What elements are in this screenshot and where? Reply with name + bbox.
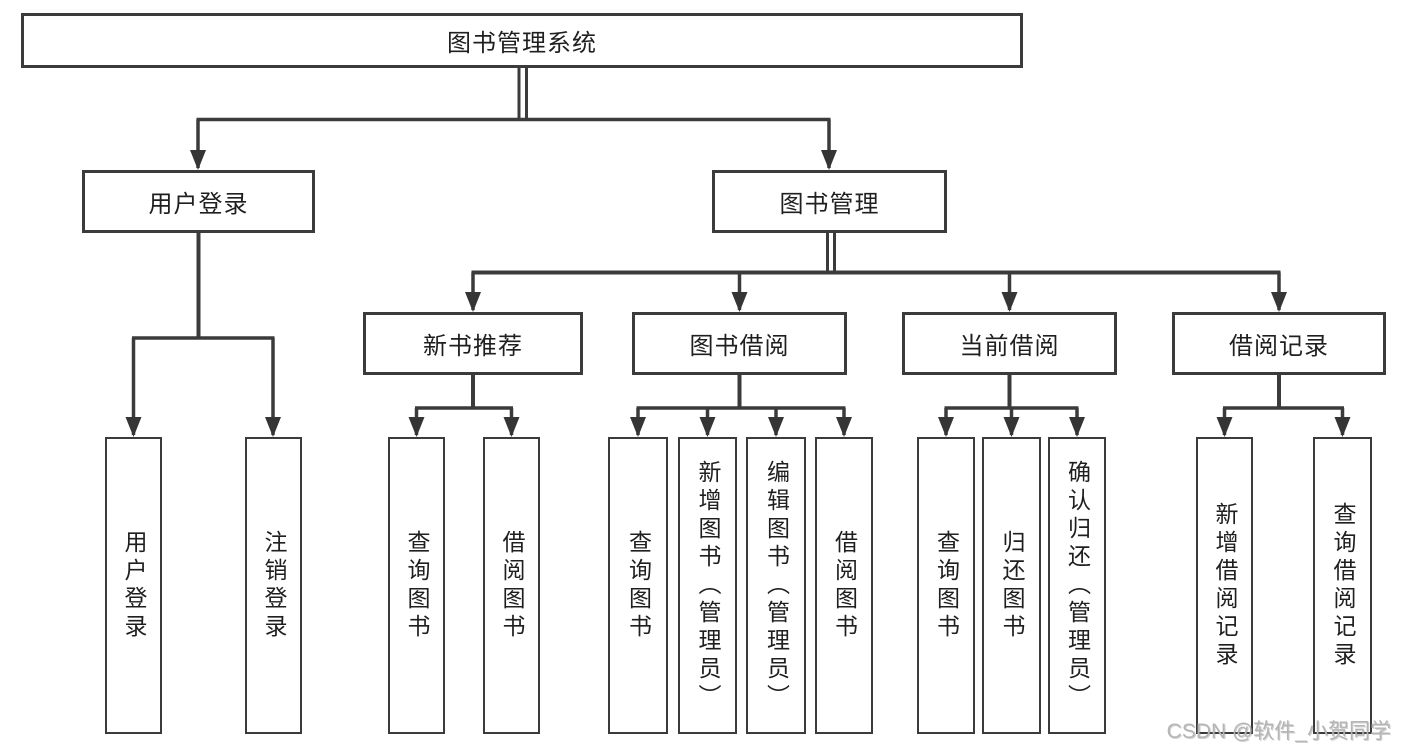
node-label: 借阅记录	[1229, 333, 1329, 360]
leaf-user-login: 用户登录	[105, 437, 162, 734]
leaf-label: 归还图书	[999, 529, 1025, 642]
leaf-label: 新增借阅记录	[1212, 501, 1238, 670]
node-new-book-recommend: 新书推荐	[363, 312, 583, 375]
arrowhead-icons	[125, 150, 1351, 437]
leaf-query-borrow-record: 查询借阅记录	[1313, 437, 1372, 734]
leaf-label: 用户登录	[121, 529, 147, 642]
node-root-library-system: 图书管理系统	[21, 13, 1023, 68]
leaf-confirm-return-admin: 确认归还（管理员）	[1048, 437, 1106, 734]
node-label: 新书推荐	[423, 333, 523, 360]
node-label: 图书管理系统	[447, 30, 597, 57]
leaf-borrow-book: 借阅图书	[815, 437, 873, 734]
leaf-add-book-admin: 新增图书（管理员）	[678, 437, 737, 734]
leaf-label: 查询图书	[625, 529, 652, 642]
node-label: 用户登录	[148, 191, 249, 218]
leaf-query-book-current: 查询图书	[917, 437, 975, 734]
leaf-query-book-recommend: 查询图书	[388, 437, 445, 734]
leaf-label: 注销登录	[261, 529, 287, 642]
leaf-edit-book-admin: 编辑图书（管理员）	[746, 437, 806, 734]
node-borrow-record: 借阅记录	[1172, 312, 1386, 375]
leaf-borrow-book-recommend: 借阅图书	[483, 437, 540, 734]
leaf-label: 查询图书	[933, 529, 960, 642]
node-label: 当前借阅	[959, 333, 1060, 360]
watermark: CSDN @软件_小贺同学	[1166, 720, 1391, 743]
node-label: 图书管理	[779, 191, 880, 218]
leaf-label: 编辑图书（管理员）	[763, 459, 790, 712]
node-current-borrow: 当前借阅	[902, 312, 1117, 375]
leaf-label: 新增图书（管理员）	[695, 459, 721, 712]
node-book-borrow: 图书借阅	[632, 312, 847, 375]
leaf-label: 确认归还（管理员）	[1064, 459, 1091, 712]
leaf-label: 查询图书	[404, 529, 430, 642]
leaf-query-book-borrow: 查询图书	[608, 437, 668, 734]
node-user-login: 用户登录	[82, 170, 315, 233]
leaf-label: 借阅图书	[831, 529, 858, 642]
leaf-logout: 注销登录	[245, 437, 302, 734]
leaf-label: 借阅图书	[499, 529, 525, 642]
leaf-add-borrow-record: 新增借阅记录	[1196, 437, 1253, 734]
leaf-return-book: 归还图书	[982, 437, 1041, 734]
node-book-management: 图书管理	[712, 170, 947, 233]
leaf-label: 查询借阅记录	[1330, 501, 1356, 670]
node-label: 图书借阅	[689, 333, 790, 360]
